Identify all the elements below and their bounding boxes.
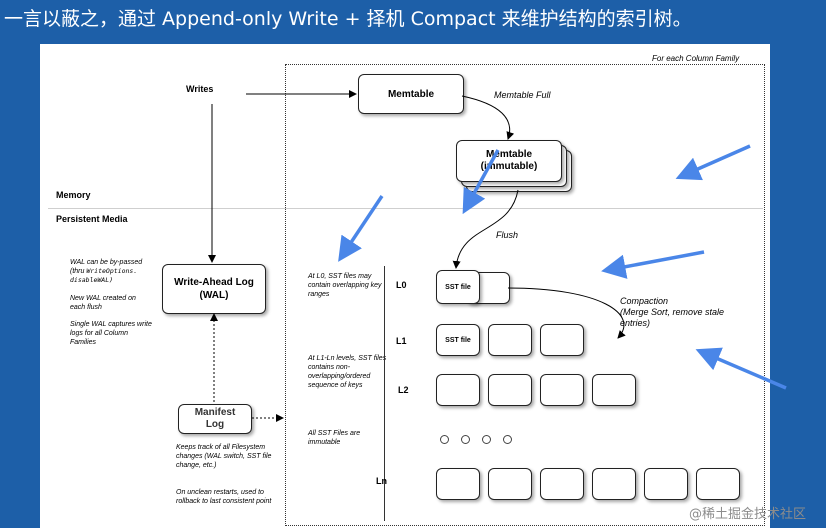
- blue-arrow-right-top: [675, 144, 751, 181]
- flush-arrow: [452, 189, 519, 269]
- l2-sst-file-2: [488, 374, 532, 406]
- wal-note-bypass: WAL can be by-passed (thru WriteOptions.…: [70, 259, 143, 284]
- ln-sst-file-1: [436, 468, 480, 500]
- memtable-box: Memtable: [358, 74, 464, 114]
- l0-sst-file: SST file: [436, 270, 480, 304]
- l2-sst-file-3: [540, 374, 584, 406]
- ellipsis-dot-4: [503, 435, 512, 444]
- level-l0-label: L0: [396, 280, 407, 290]
- l1-sst-file-2: [488, 324, 532, 356]
- l2-sst-file-4: [592, 374, 636, 406]
- l1-sst-label: SST file: [445, 336, 471, 344]
- l1-ln-note: At L1-Ln levels, SST files contains non-…: [308, 355, 387, 389]
- wal-label-2: (WAL): [199, 290, 229, 301]
- ln-sst-file-3: [540, 468, 584, 500]
- manifest-log-box: Manifest Log: [178, 404, 252, 434]
- manifest-note-rollback: On unclean restarts, used to rollback to…: [176, 489, 272, 505]
- ln-sst-file-6: [696, 468, 740, 500]
- sst-immutable-note: All SST Files are immutable: [308, 430, 361, 446]
- ellipsis-dot-2: [461, 435, 470, 444]
- memtable-label: Memtable: [387, 88, 435, 100]
- l0-sst-label: SST file: [445, 283, 471, 291]
- memtable-full-arrow: [461, 95, 515, 140]
- compaction-label: Compaction (Merge Sort, remove stale ent…: [620, 296, 724, 329]
- blue-arrow-memtable: [462, 149, 500, 215]
- column-family-region: [285, 64, 765, 526]
- blue-arrow-compaction: [601, 250, 705, 279]
- memtable-full-label: Memtable Full: [494, 90, 551, 100]
- ln-sst-file-2: [488, 468, 532, 500]
- slide-title: 一言以蔽之，通过 Append-only Write + 择机 Compact …: [4, 8, 692, 30]
- watermark: @稀土掘金技术社区: [688, 507, 806, 522]
- immutable-memtable-label-1: Memtable: [485, 149, 533, 160]
- immutable-memtable-label-2: (immutable): [480, 161, 538, 172]
- compaction-label-3: entries): [620, 318, 651, 328]
- l2-sst-file-1: [436, 374, 480, 406]
- ln-sst-file-4: [592, 468, 636, 500]
- manifest-label-1: Manifest: [194, 407, 236, 418]
- connector-lines: [208, 90, 626, 422]
- wal-note-single: Single WAL captures write logs for all C…: [70, 321, 152, 346]
- persistent-media-label: Persistent Media: [56, 214, 128, 224]
- column-family-label: For each Column Family: [652, 54, 740, 63]
- level-l2-label: L2: [398, 385, 409, 395]
- blue-arrow-bottom-right: [695, 347, 787, 390]
- manifest-label-2: Log: [205, 419, 225, 430]
- l0-note: At L0, SST files may contain overlapping…: [308, 273, 382, 298]
- rocksdb-architecture-diagram: For each Column Family Memory Persistent…: [40, 44, 770, 528]
- wal-label-1: Write-Ahead Log: [174, 277, 254, 288]
- ellipsis-dot-1: [440, 435, 449, 444]
- compaction-arrow: [507, 287, 626, 339]
- compaction-label-2: (Merge Sort, remove stale: [620, 307, 725, 317]
- l1-sst-file-1: SST file: [436, 324, 480, 356]
- memory-label: Memory: [56, 190, 91, 200]
- immutable-memtable-box: Memtable (immutable): [456, 140, 562, 182]
- l1-sst-file-3: [540, 324, 584, 356]
- flush-label: Flush: [496, 230, 519, 240]
- wal-note-new: New WAL created on each flush: [70, 295, 136, 311]
- level-bracket: [384, 266, 393, 521]
- blue-arrow-l0-note: [338, 195, 384, 262]
- compaction-label-1: Compaction: [620, 296, 669, 306]
- ln-sst-file-5: [644, 468, 688, 500]
- level-l1-label: L1: [396, 336, 407, 346]
- memory-divider: [48, 208, 763, 209]
- writes-label: Writes: [186, 84, 214, 94]
- manifest-note-track: Keeps track of all Filesystem changes (W…: [176, 444, 272, 469]
- level-ln-label: Ln: [376, 476, 387, 486]
- ellipsis-dot-3: [482, 435, 491, 444]
